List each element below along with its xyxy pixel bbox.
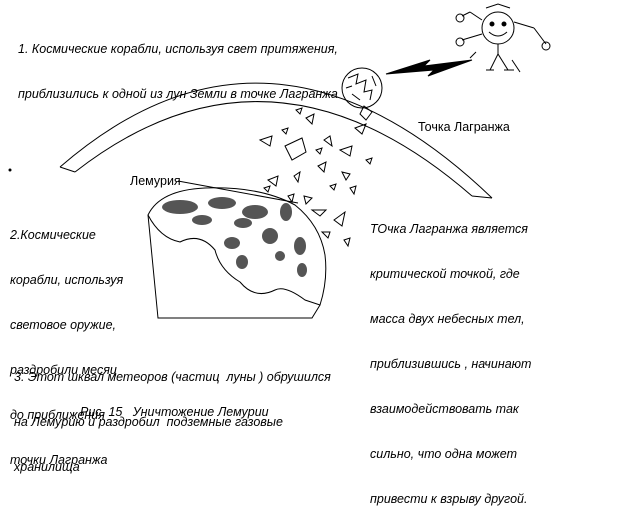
caption-step-2: 2.Космические корабли, используя светово…: [10, 198, 123, 483]
smiling-spaceship-icon: [455, 3, 551, 73]
lagrange-point-label: Точка Лагранжа: [418, 120, 510, 134]
caption-step-3-line: 3. Этот шквал метеоров (частиц луны ) об…: [14, 370, 331, 384]
caption-step-3-line: на Лемурию и раздробил подземные газовые: [14, 415, 283, 429]
caption-step-1-line: 1. Космические корабли, используя свет п…: [18, 42, 338, 56]
caption-step-2-line: до приближения: [10, 408, 105, 422]
caption-step-3-line: хранилища: [14, 460, 80, 474]
caption-step-2-line: раздробили месяц: [10, 363, 118, 377]
lagrange-explanation-line: приблизившись , начинают: [370, 357, 532, 371]
lagrange-explanation-line: взаимодействовать так: [370, 402, 519, 416]
lagrange-explanation: ТОчка Лагранжа является критической точк…: [370, 192, 531, 522]
caption-step-1: 1. Космические корабли, используя свет п…: [18, 12, 338, 117]
orbit-arc-inner: [74, 101, 473, 197]
stray-dot: [8, 168, 12, 172]
zigzag-beam-arrow-icon: [385, 59, 473, 77]
lagrange-explanation-line: ТОчка Лагранжа является: [370, 222, 528, 236]
lagrange-explanation-line: критической точкой, где: [370, 267, 520, 281]
caption-step-2-line: 2.Космические: [10, 228, 96, 242]
lemuria-pointer-line: [177, 180, 299, 204]
lemuria-label: Лемурия: [130, 174, 181, 188]
caption-step-2-line: точки Лагранжа: [10, 453, 108, 467]
lagrange-explanation-line: масса двух небесных тел,: [370, 312, 525, 326]
caption-step-2-line: световое оружие,: [10, 318, 117, 332]
diagram-canvas: [8, 3, 551, 319]
caption-step-2-line: корабли, используя: [10, 273, 124, 287]
lagrange-explanation-line: привести к взрыву другой.: [370, 492, 528, 506]
orbit-arc-end-right: [471, 195, 493, 199]
caption-step-1-line: приблизились к одной из лун Земли в точк…: [18, 87, 338, 101]
lagrange-explanation-line: сильно, что одна может: [370, 447, 518, 461]
lemuria-speckles: [162, 197, 307, 277]
orbit-arc-end-left: [59, 166, 76, 173]
orbit-arc-outer: [59, 82, 493, 199]
caption-step-3: 3. Этот шквал метеоров (частиц луны ) об…: [14, 340, 331, 490]
figure-caption: Рис. 15 Уничтожение Лемурии: [80, 405, 269, 419]
moon-fragments: [258, 107, 373, 248]
shattered-moon-icon: [341, 67, 383, 121]
lemuria-continent: [147, 187, 327, 319]
